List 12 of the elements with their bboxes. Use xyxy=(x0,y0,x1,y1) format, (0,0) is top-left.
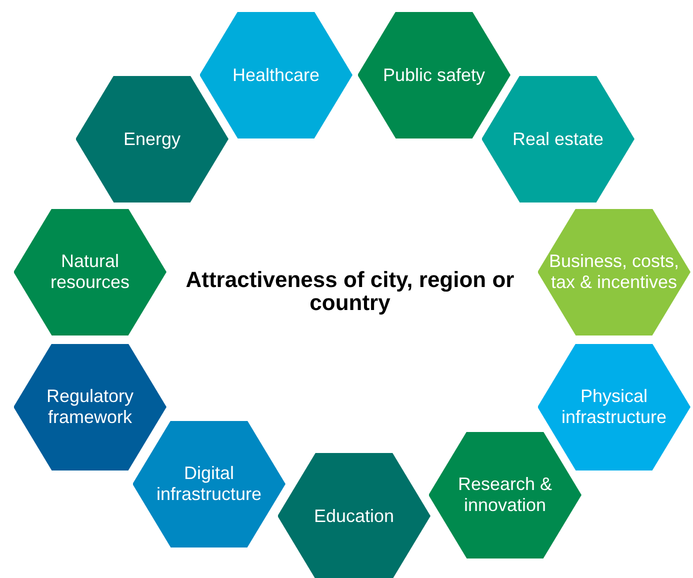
hexagon-label: Education xyxy=(314,506,394,526)
hexagon-label: Real estate xyxy=(512,128,604,150)
hexagon-label: Natural resources xyxy=(49,251,131,293)
center-heading: Attractiveness of city, region or country xyxy=(184,268,516,314)
hexagon-label: Regulatory framework xyxy=(45,386,135,428)
hexagon-label: Public safety xyxy=(382,64,486,86)
hexagon-label: Digital infrastructure xyxy=(155,463,263,505)
hexagon-label: Healthcare xyxy=(232,64,320,86)
hexagon-label: Energy xyxy=(123,128,181,150)
hexagon-label: Business, costs, tax & incentives xyxy=(548,251,680,293)
hexagon-label: Physical infrastructure xyxy=(560,386,668,428)
hexagon-label: Research & innovation xyxy=(456,474,554,516)
